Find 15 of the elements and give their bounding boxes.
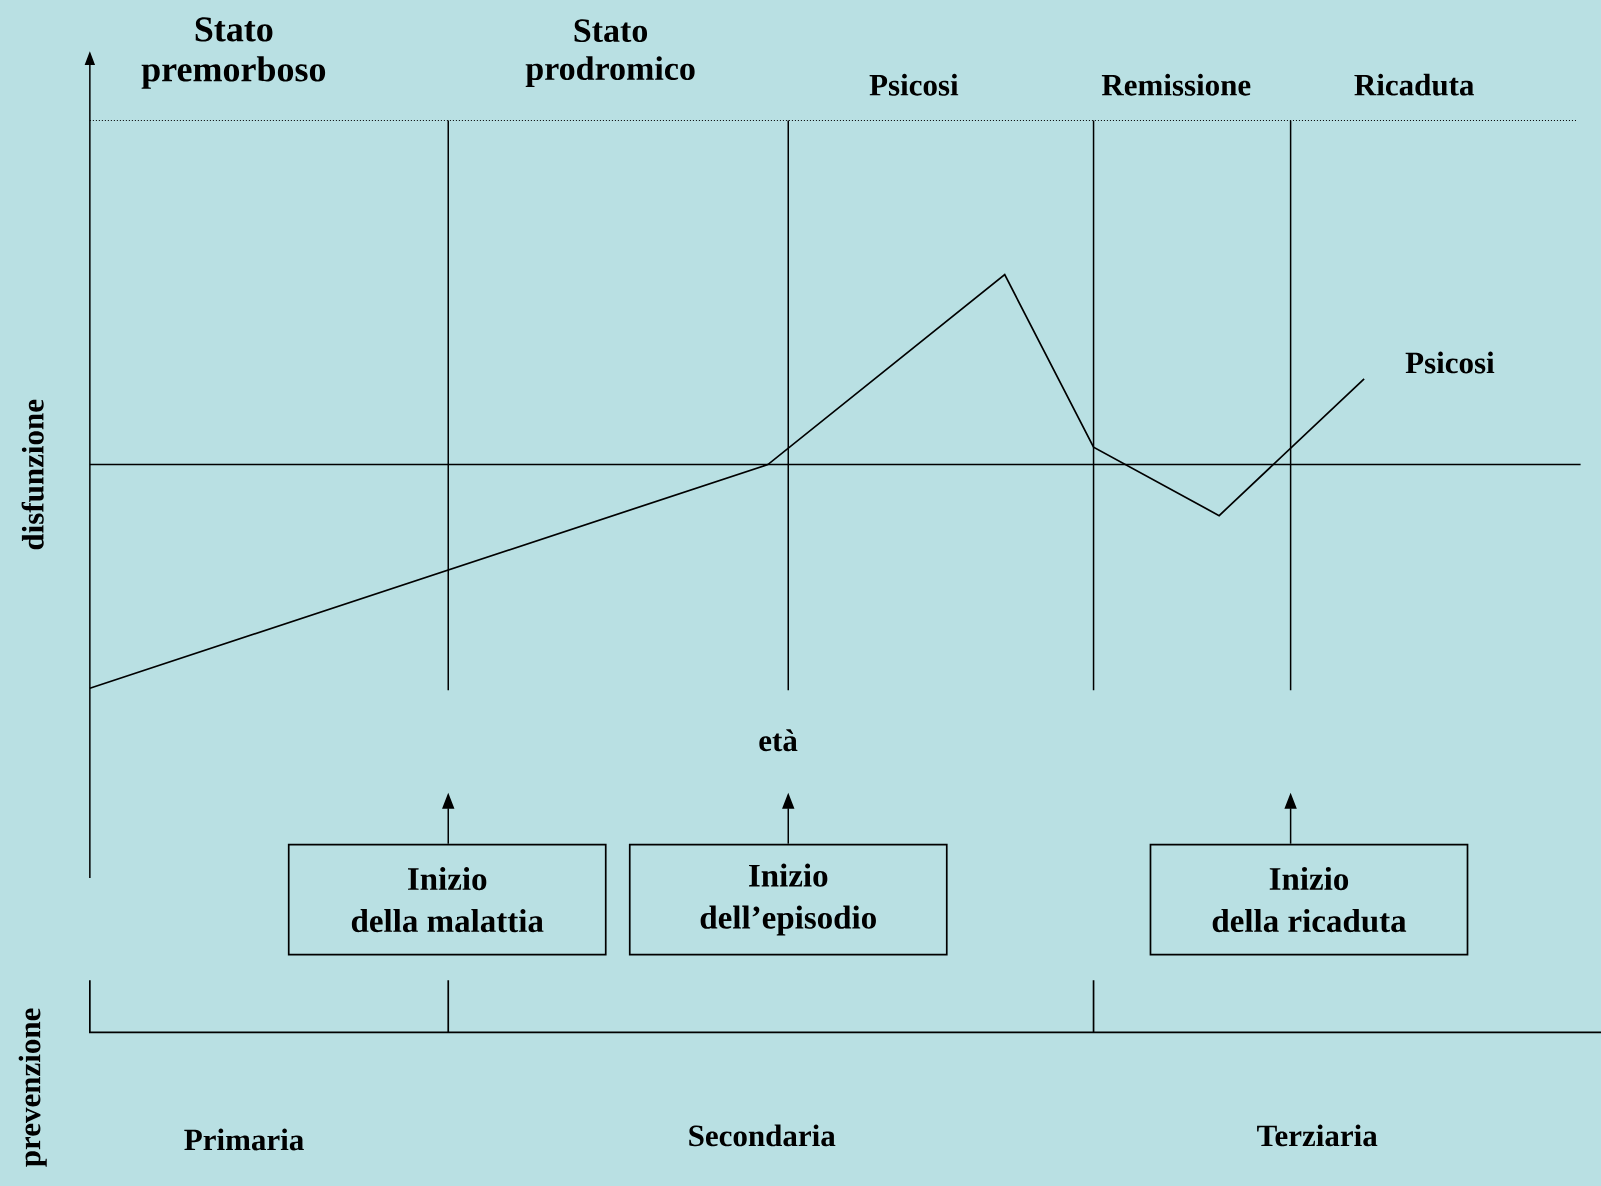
phase-title: Stato premorboso [141,17,326,89]
axis-label: disfunzione [21,399,44,550]
prevention-label: Terziaria [1257,1124,1378,1147]
phase-title: Remissione [1101,73,1251,96]
phase-title: Psicosi [869,73,959,96]
curve-label: Psicosi [1405,351,1495,374]
process-box: Inizio della ricaduta [1149,843,1469,956]
phase-title: Stato prodromico [525,19,695,87]
phase-title: Ricaduta [1354,73,1474,96]
axis-label: età [759,729,798,751]
axis-label: prevenzione [18,1008,47,1167]
process-box: Inizio dell’episodio [628,843,948,956]
prevention-label: Primaria [184,1128,304,1151]
process-box: Inizio della malattia [287,843,607,956]
prevention-label: Secondaria [689,1124,836,1147]
